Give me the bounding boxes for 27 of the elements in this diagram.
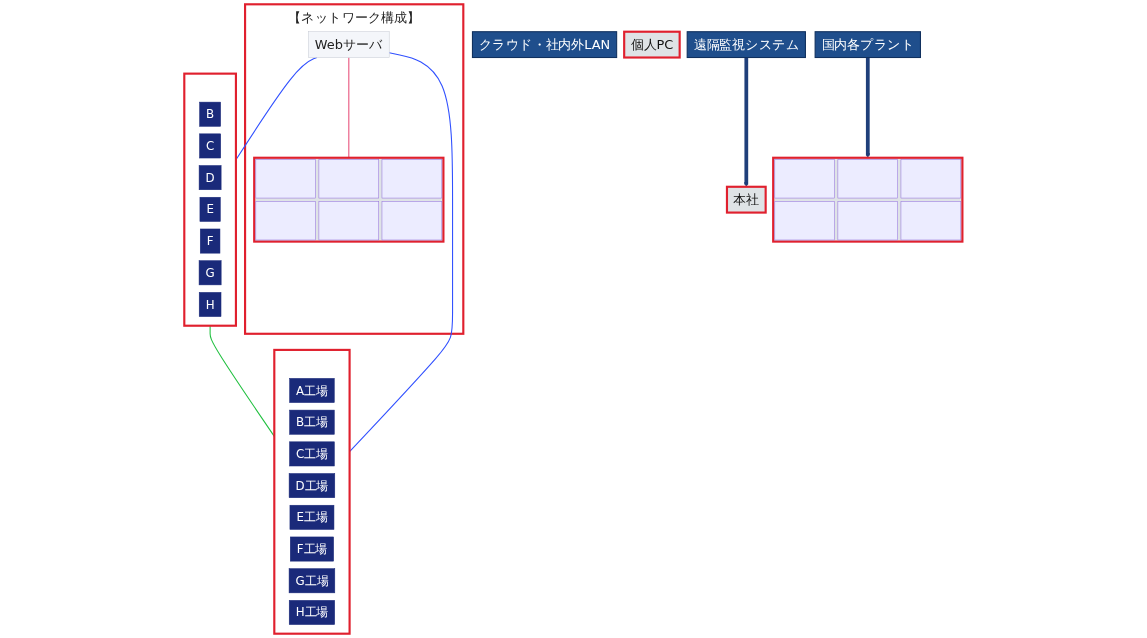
- node-box: B: [199, 101, 222, 127]
- node-box: H工場: [289, 600, 336, 625]
- node-box: C: [199, 133, 222, 159]
- node-box: E: [199, 197, 221, 222]
- node-box: 国内各プラント: [814, 31, 922, 59]
- node-box: 個人PC: [623, 30, 681, 59]
- node-box: D工場: [289, 473, 336, 498]
- node-box: F工場: [290, 536, 335, 562]
- cluster: [183, 72, 238, 327]
- node-box: D: [199, 165, 222, 190]
- node-box: G: [198, 260, 222, 286]
- node-box: G工場: [288, 568, 336, 594]
- node-box: E工場: [289, 504, 335, 530]
- node-box: B工場: [289, 409, 335, 435]
- node-box: A工場: [289, 378, 335, 403]
- node-box: Webサーバ: [308, 31, 390, 58]
- node-box: 遠隔監視システム: [686, 31, 807, 59]
- connector: [209, 325, 275, 437]
- connector: [349, 52, 454, 453]
- node-box: H: [199, 292, 222, 317]
- node-box: クラウド・社内外LAN: [472, 31, 618, 59]
- cluster: [273, 348, 351, 635]
- arrow: [744, 57, 749, 187]
- node-box: C工場: [289, 441, 335, 467]
- node-box: F: [200, 228, 221, 254]
- arrow: [865, 57, 871, 158]
- node-box: 本社: [726, 185, 767, 214]
